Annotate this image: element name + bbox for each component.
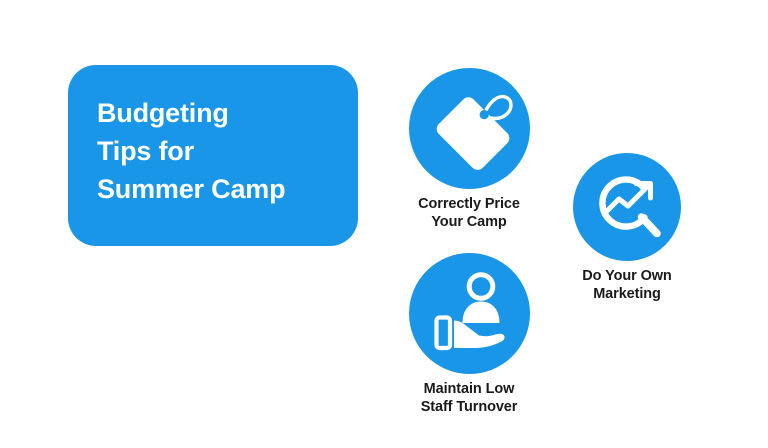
- hand-holding-person-icon: [433, 272, 505, 351]
- tip-label-line-1: Maintain Low: [423, 381, 515, 397]
- title-card: Budgeting Tips for Summer Camp: [68, 65, 358, 246]
- title-line-2: Tips for: [97, 136, 194, 166]
- tip-label-do-your-own-marketing: Do Your Own Marketing: [549, 268, 705, 303]
- price-tag-icon: [436, 94, 513, 170]
- page-title: Budgeting Tips for Summer Camp: [97, 94, 337, 208]
- tip-label-line-2: Marketing: [593, 285, 661, 302]
- tip-label-correctly-price-your-camp: Correctly Price Your Camp: [382, 196, 556, 231]
- tip-do-your-own-marketing: Do Your Own Marketing: [549, 153, 705, 303]
- magnifier-growth-arrow-icon-circle: [573, 153, 681, 261]
- title-line-1: Budgeting: [97, 98, 229, 128]
- tip-label-line-2: Staff Turnover: [420, 398, 518, 415]
- tip-correctly-price-your-camp: Correctly Price Your Camp: [382, 68, 556, 231]
- tip-label-maintain-low-staff-turnover: Maintain Low Staff Turnover: [382, 381, 556, 416]
- title-line-3: Summer Camp: [97, 174, 286, 204]
- hand-holding-person-icon-circle: [408, 253, 530, 374]
- magnifier-growth-arrow-icon: [599, 176, 661, 238]
- tip-maintain-low-staff-turnover: Maintain Low Staff Turnover: [382, 253, 556, 416]
- price-tag-icon-circle: [408, 68, 530, 189]
- tip-label-line-1: Do Your Own: [582, 268, 672, 284]
- tip-label-line-2: Your Camp: [431, 213, 507, 230]
- tip-label-line-1: Correctly Price: [418, 196, 520, 212]
